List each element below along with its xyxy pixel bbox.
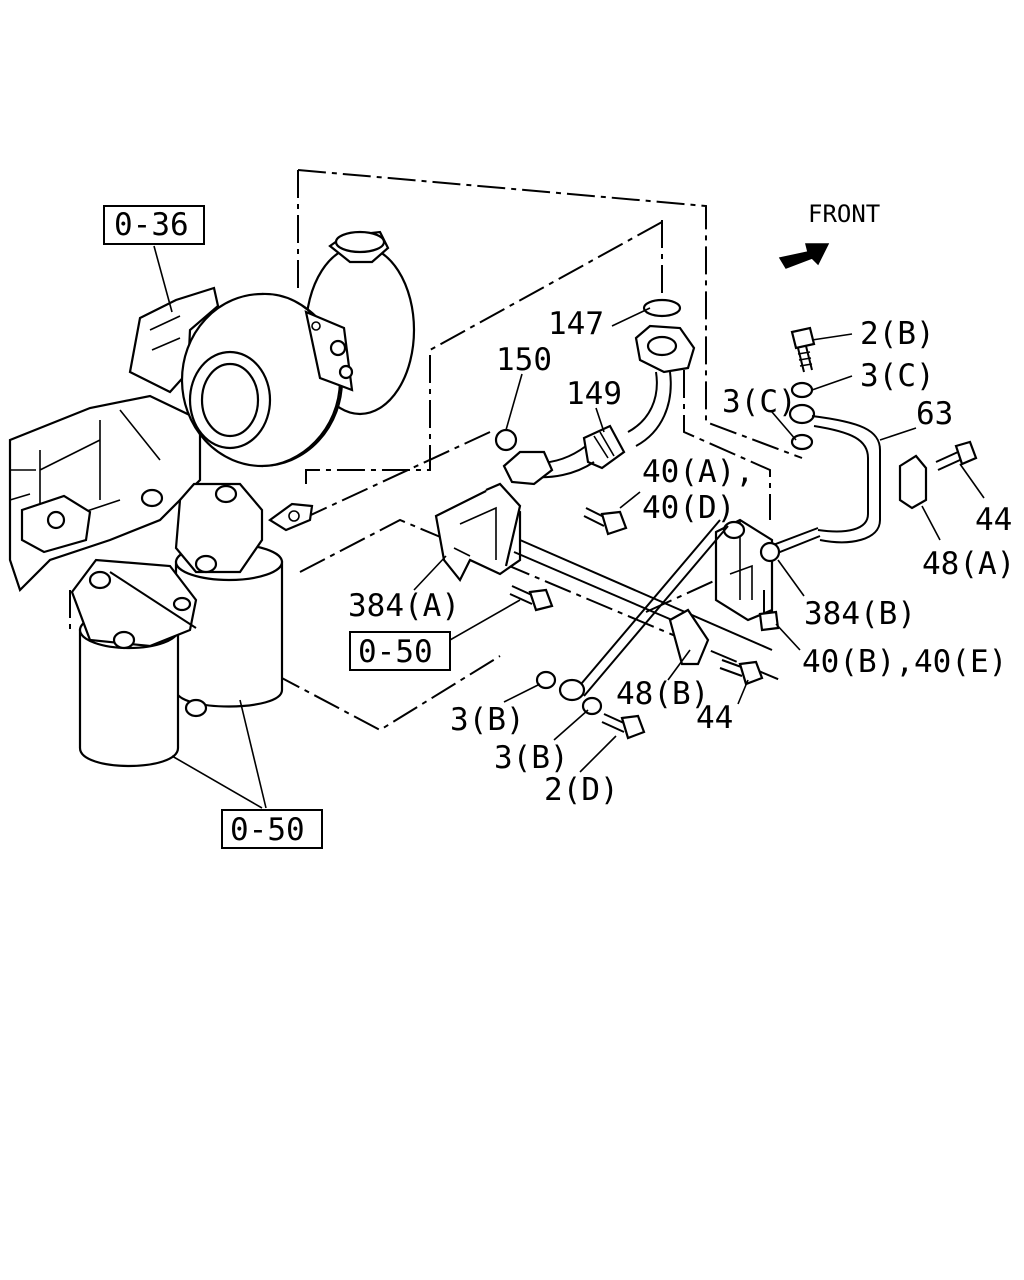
pipe-fitting [582,424,626,470]
bracket-384a [434,482,773,651]
label-48b: 48(B) [616,676,709,712]
ref-label-0-36: 0-36 [114,207,189,243]
label-63: 63 [916,396,953,432]
reference-box-0-36: 0-36 [103,205,205,245]
label-147: 147 [548,306,604,342]
reference-box-0-50-bottom: 0-50 [221,809,323,849]
label-384a: 384(A) [348,588,460,624]
label-2d: 2(D) [544,772,619,808]
o-ring-147 [642,298,682,318]
bracket-384b [714,518,781,622]
front-label: FRONT [808,200,880,228]
label-150: 150 [496,342,552,378]
label-384b: 384(B) [804,596,916,632]
clip-48a [898,454,928,510]
pipe-flange-bottom [502,450,554,486]
label-149: 149 [566,376,622,412]
engine-block [8,394,202,593]
label-44-lower: 44 [696,700,733,736]
label-3c-left: 3(C) [722,384,797,420]
front-arrow-icon [778,243,830,269]
ref-label-0-50-bottom: 0-50 [230,812,305,848]
reference-box-0-50-middle: 0-50 [349,631,451,671]
lower-pipe [558,519,729,702]
o-ring-150 [494,428,518,452]
ref-label-0-50-middle: 0-50 [358,634,433,670]
leader-lines [153,245,985,809]
oil-pipe-63 [759,403,928,561]
label-3b-upper: 3(B) [450,702,525,738]
label-48a: 48(A) [922,546,1015,582]
turbocharger [128,230,416,532]
oil-filters [70,482,284,767]
label-40b-40e: 40(B),40(E) [802,644,1007,680]
label-40a: 40(A), [642,454,754,490]
fasteners [509,326,978,740]
oil-pipe-149 [494,298,696,486]
clip-48b [668,608,710,666]
label-3b-lower: 3(B) [494,740,569,776]
part-labels: 147 150 149 2(B) 3(C) 3(C) 63 40(A), 40(… [348,306,1015,808]
label-44-upper: 44 [975,502,1012,538]
label-3c-right: 3(C) [860,358,935,394]
label-2b: 2(B) [860,316,935,352]
front-indicator: FRONT [778,200,880,269]
label-40d: 40(D) [642,490,735,526]
